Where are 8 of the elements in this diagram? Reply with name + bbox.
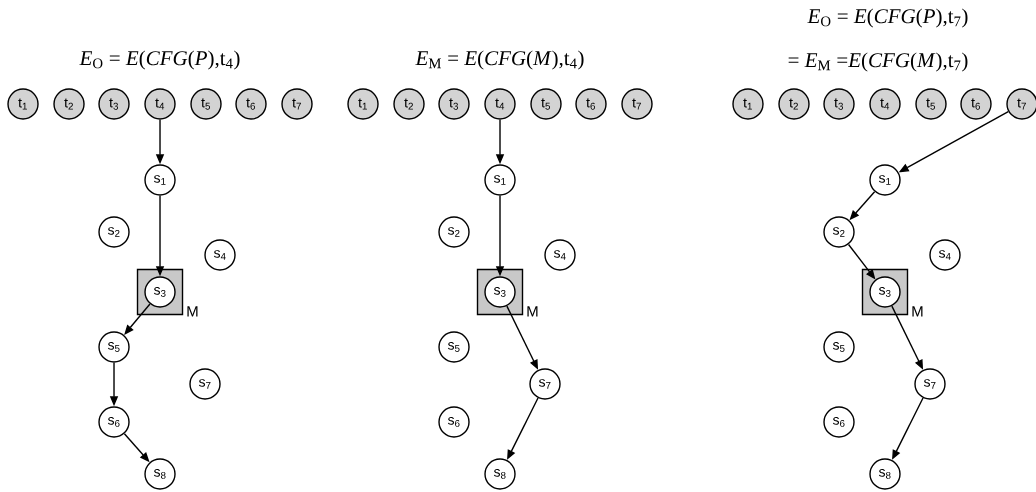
node-label: M [187, 306, 198, 317]
node-label: M [912, 306, 923, 317]
equation: E$_{O}$ = E(CFG(P),t$_{7}$) [807, 8, 968, 28]
equation: E$_{O}$ = E(CFG(P),t$_{4}$) [79, 50, 240, 70]
equation: = E$_{M}$ =E(CFG(M),t$_{7}$) [788, 52, 968, 72]
arrow [124, 303, 151, 335]
node-label: M [527, 306, 538, 317]
equation: E$_{M}$ = E(CFG(M),t$_{4}$) [415, 50, 584, 70]
